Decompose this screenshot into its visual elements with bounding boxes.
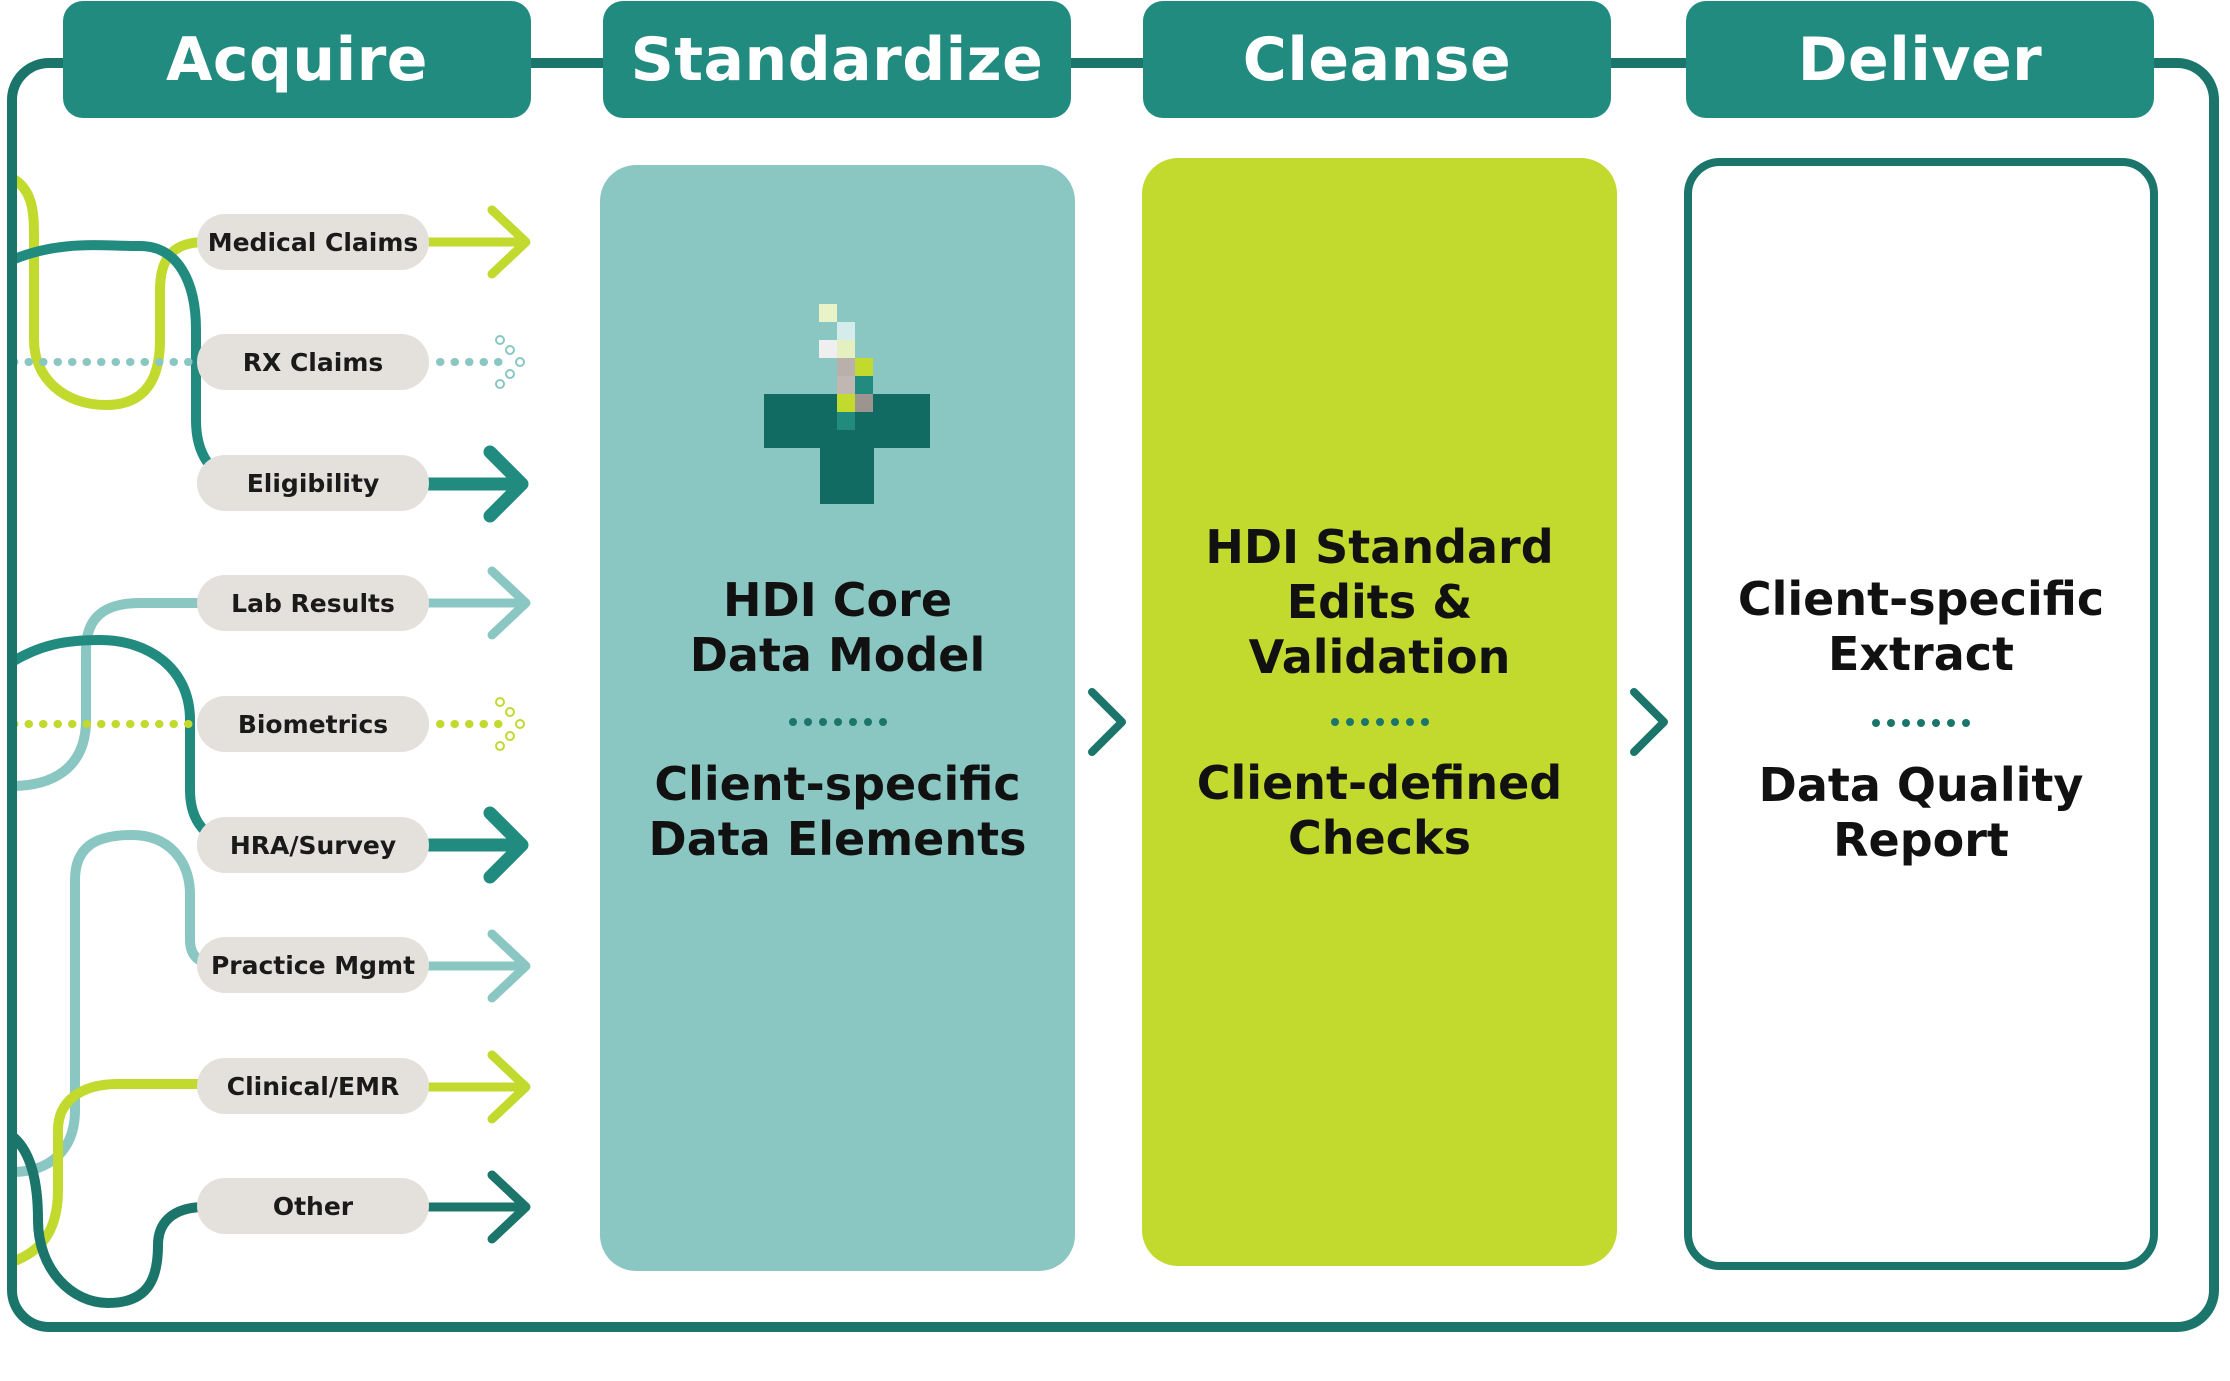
stage-label: Acquire: [165, 24, 428, 95]
source-pill-other: Other: [197, 1178, 429, 1234]
dotted-separator: [1872, 719, 1970, 727]
arrow-biometrics: [436, 697, 525, 751]
source-pill-hra-survey: HRA/Survey: [197, 817, 429, 873]
source-pill-lab-results: Lab Results: [197, 575, 429, 631]
source-label: Practice Mgmt: [210, 950, 416, 980]
source-pill-medical-claims: Medical Claims: [197, 214, 429, 270]
source-label: Eligibility: [246, 468, 380, 498]
stage-tab-cleanse: Cleanse: [1143, 1, 1611, 118]
arrow-medical-claims: [423, 205, 531, 279]
source-label: HRA/Survey: [229, 830, 397, 860]
deliver-secondary-text: Data Quality Report: [1692, 758, 2150, 868]
source-pill-practice-mgmt: Practice Mgmt: [197, 937, 429, 993]
flow-line-medical-claims: [7, 173, 210, 410]
source-label: Other: [272, 1191, 354, 1221]
standardize-panel: HDI Core Data Model Client-specific Data…: [600, 165, 1075, 1271]
arrow-eligibility: [421, 445, 529, 523]
arrow-clinical-emr: [423, 1050, 531, 1124]
text-line: Client-specific: [654, 757, 1021, 811]
dotted-separator: [788, 718, 887, 726]
source-label: Biometrics: [237, 709, 389, 739]
flow-line-practice-mgmt: [7, 830, 217, 1177]
arrow-practice-mgmt: [423, 929, 531, 1003]
text-line: Checks: [1288, 811, 1471, 865]
standardize-primary-text: HDI Core Data Model: [600, 573, 1075, 683]
medical-cross-icon: [764, 304, 930, 504]
source-pill-biometrics: Biometrics: [197, 696, 429, 752]
text-line: Data Elements: [648, 812, 1027, 866]
deliver-primary-text: Client-specific Extract: [1692, 572, 2150, 682]
text-line: Data Model: [689, 628, 986, 682]
arrow-rx-claims: [436, 335, 525, 389]
cleanse-primary-text: HDI Standard Edits & Validation: [1142, 520, 1617, 685]
source-label: Lab Results: [231, 588, 395, 618]
text-line: Data Quality: [1758, 758, 2084, 812]
stage-tab-standardize: Standardize: [603, 1, 1071, 118]
flow-line-eligibility: [7, 240, 249, 485]
stage-label: Standardize: [630, 24, 1044, 95]
source-pill-eligibility: Eligibility: [197, 455, 429, 511]
stage-tab-deliver: Deliver: [1686, 1, 2154, 118]
text-line: Validation: [1248, 630, 1511, 684]
flow-line-other: [7, 1131, 210, 1308]
text-line: Extract: [1827, 627, 2015, 681]
source-pill-rx-claims: RX Claims: [197, 334, 429, 390]
stage-label: Cleanse: [1242, 24, 1512, 95]
standardize-secondary-text: Client-specific Data Elements: [600, 757, 1075, 867]
chevron-right-icon: [1088, 688, 1126, 756]
chevron-right-icon: [1630, 688, 1668, 756]
source-pill-clinical-emr: Clinical/EMR: [197, 1058, 429, 1114]
text-line: Report: [1833, 813, 2009, 867]
source-label: Clinical/EMR: [226, 1071, 400, 1101]
source-label: Medical Claims: [207, 227, 419, 257]
text-line: Client-specific: [1737, 572, 2105, 626]
text-line: Edits &: [1286, 575, 1473, 629]
flow-line-lab-results: [7, 598, 210, 791]
text-line: HDI Standard: [1205, 520, 1554, 574]
cleanse-secondary-text: Client-defined Checks: [1142, 756, 1617, 866]
cleanse-panel: HDI Standard Edits & Validation Client-d…: [1142, 158, 1617, 1266]
stage-tab-acquire: Acquire: [63, 1, 531, 118]
text-line: HDI Core: [722, 573, 953, 627]
flow-line-hra-survey: [7, 635, 245, 848]
dotted-separator: [1330, 718, 1429, 726]
outer-frame: [7, 58, 2219, 1332]
arrow-hra-survey: [421, 806, 529, 884]
text-line: Client-defined: [1196, 756, 1563, 810]
stage-label: Deliver: [1797, 24, 2043, 95]
arrow-lab-results: [423, 566, 531, 640]
arrow-other: [423, 1170, 531, 1244]
flow-line-clinical-emr: [7, 1079, 210, 1267]
deliver-panel: Client-specific Extract Data Quality Rep…: [1684, 158, 2158, 1270]
source-label: RX Claims: [242, 347, 384, 377]
